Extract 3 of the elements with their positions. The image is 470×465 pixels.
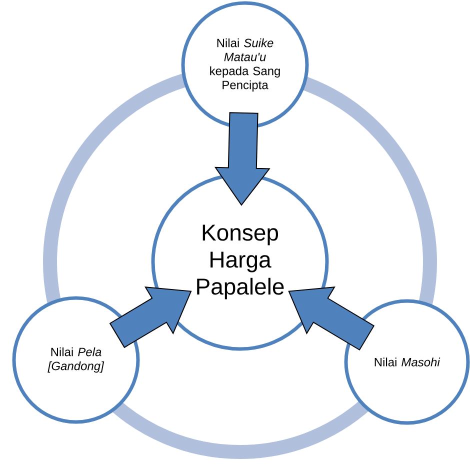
node-label: Nilai Pela [Gandong]: [48, 347, 104, 373]
node-label: Nilai Masohi: [374, 358, 440, 366]
block-arrow: [214, 112, 270, 206]
